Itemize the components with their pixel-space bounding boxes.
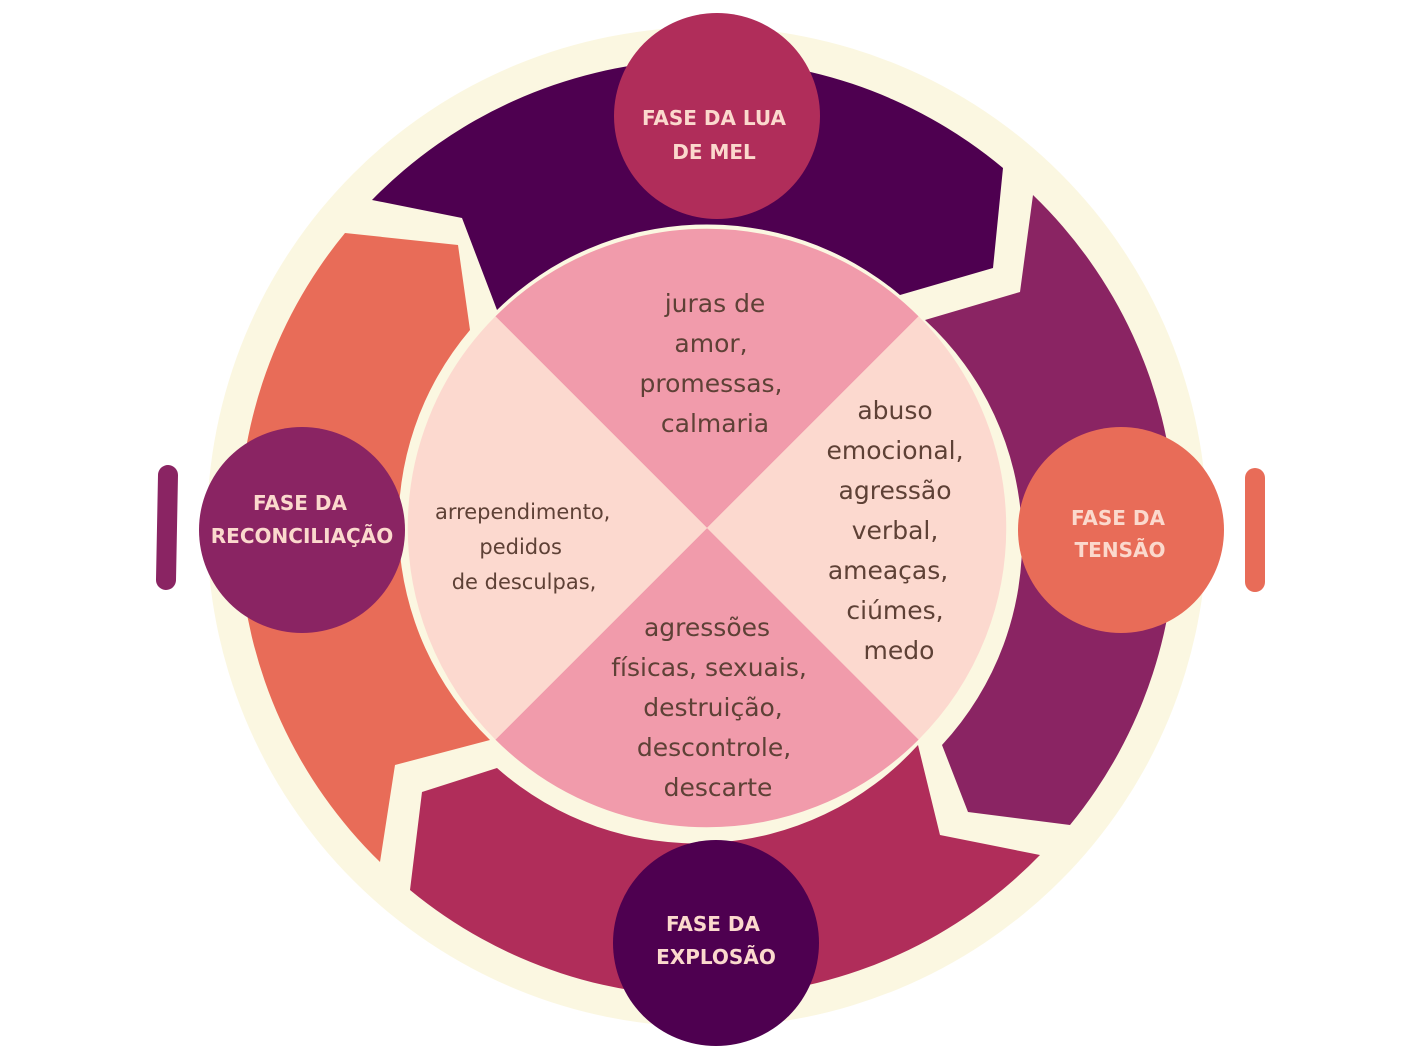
quadrant-bottom-text: agressões físicas, sexuais, destruição, … bbox=[611, 613, 815, 802]
quadrant-bottom bbox=[495, 528, 919, 828]
left-bar bbox=[156, 465, 178, 590]
quadrant-top-text: juras de amor, promessas, calmaria bbox=[640, 289, 791, 438]
inner-circle bbox=[406, 227, 1008, 829]
quadrant-right bbox=[707, 316, 1007, 740]
quadrant-right-text: abuso emocional, agressão verbal, ameaça… bbox=[826, 396, 971, 665]
quadrant-left bbox=[407, 316, 707, 740]
quadrant-top bbox=[495, 228, 919, 528]
quadrant-left-text: arrependimento, pedidos de desculpas, bbox=[435, 500, 617, 594]
